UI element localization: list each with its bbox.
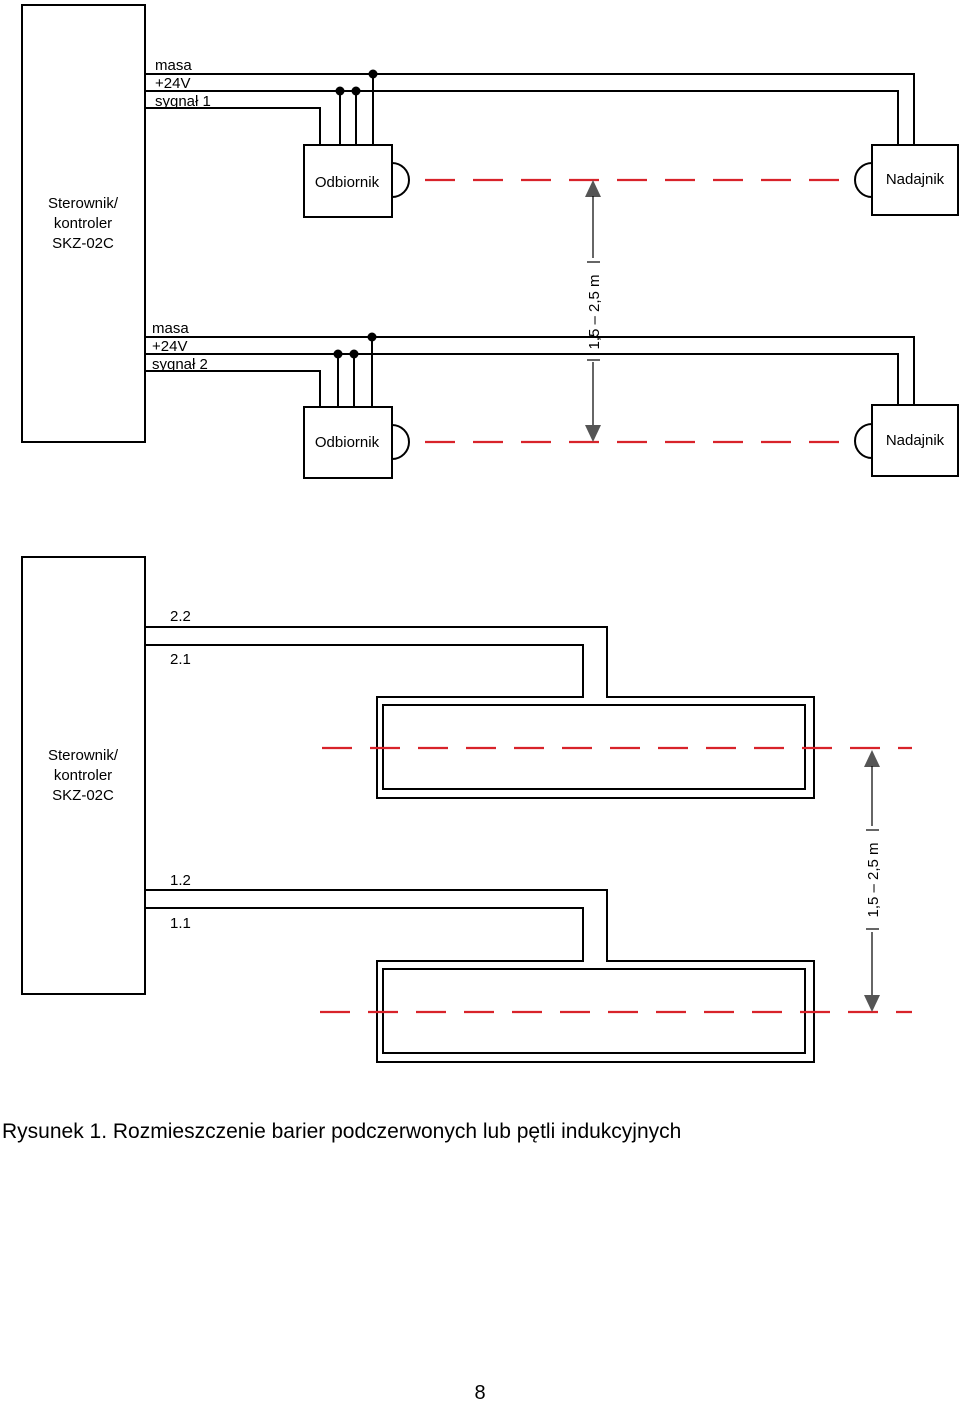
transmitter2-lens: [854, 423, 873, 459]
junction-dot: [349, 349, 359, 359]
controller-box-bottom: [21, 556, 146, 995]
receiver2-lens: [391, 424, 410, 460]
transmitter1-lens: [854, 162, 873, 198]
bus1-signal-label: sygnał 1: [155, 93, 211, 110]
controller-box-top: [21, 4, 146, 443]
arrow-up-icon: [864, 750, 880, 767]
bus2-24v-label: +24V: [152, 338, 187, 355]
junction-dot: [368, 69, 378, 79]
transmitter1-box: [871, 144, 959, 216]
junction-dot: [367, 332, 377, 342]
arrow-down-icon: [864, 995, 880, 1012]
bus2-wires: [145, 332, 915, 407]
controller-label-line2: kontroler: [54, 215, 112, 232]
top-diagram: Sterownik/ kontroler SKZ-02C masa +24V s…: [21, 4, 959, 479]
terminal-2-1-label: 2.1: [170, 651, 191, 668]
bus2-signal-label: sygnał 2: [152, 356, 208, 373]
induction-loop-2: [145, 626, 815, 799]
distance-dimension-top: 1,5 – 2,5 m: [585, 180, 603, 442]
controller-label-line3: SKZ-02C: [52, 235, 114, 252]
figure-caption: Rysunek 1. Rozmieszczenie barier podczer…: [2, 1120, 682, 1143]
distance-dimension-bottom: 1,5 – 2,5 m: [864, 750, 882, 1012]
controller-label-line1: Sterownik/: [48, 747, 119, 764]
terminal-1-1-label: 1.1: [170, 915, 191, 932]
distance-label-bottom: 1,5 – 2,5 m: [865, 842, 882, 917]
receiver1-label: Odbiornik: [315, 174, 380, 191]
controller-label-line2: kontroler: [54, 767, 112, 784]
terminal-1-2-label: 1.2: [170, 872, 191, 889]
page-number: 8: [474, 1382, 486, 1404]
bus1-24v-label: +24V: [155, 75, 190, 92]
bus2-masa-label: masa: [152, 320, 189, 337]
induction-loop-1: [145, 889, 815, 1063]
transmitter2-label: Nadajnik: [886, 432, 945, 449]
arrow-up-icon: [585, 180, 601, 197]
distance-label-top: 1,5 – 2,5 m: [586, 274, 603, 349]
receiver2-box: [303, 406, 393, 479]
transmitter2-box: [871, 404, 959, 477]
terminal-2-2-label: 2.2: [170, 608, 191, 625]
controller-label-line3: SKZ-02C: [52, 787, 114, 804]
junction-dot: [333, 349, 343, 359]
receiver2-label: Odbiornik: [315, 434, 380, 451]
receiver1-lens: [391, 162, 410, 198]
junction-dot: [351, 86, 361, 96]
bus1-wires: [145, 69, 915, 145]
bottom-diagram: Sterownik/ kontroler SKZ-02C 2.2 2.1 1.2…: [21, 556, 912, 1063]
junction-dot: [335, 86, 345, 96]
controller-label-line1: Sterownik/: [48, 195, 119, 212]
transmitter1-label: Nadajnik: [886, 171, 945, 188]
bus1-masa-label: masa: [155, 57, 192, 74]
receiver1-box: [303, 144, 393, 218]
arrow-down-icon: [585, 425, 601, 442]
